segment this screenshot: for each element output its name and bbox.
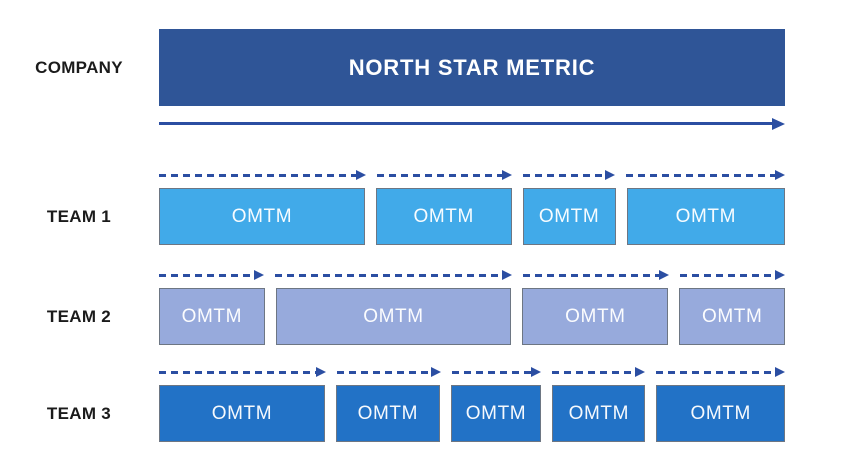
dashed-arrow-line: [451, 370, 532, 374]
omtm-block: OMTM: [159, 188, 365, 245]
team-3-label: TEAM 3: [46, 403, 112, 423]
dashed-arrow-icon: [626, 170, 785, 180]
north-star-metric-label: NORTH STAR METRIC: [348, 54, 596, 80]
omtm-block: OMTM: [159, 385, 325, 442]
dashed-arrow-line: [626, 173, 775, 177]
omtm-block: OMTM: [522, 188, 616, 245]
dashed-arrow-icon: [656, 367, 786, 377]
dashed-arrow-icon: [159, 367, 326, 377]
dashed-arrow-icon: [451, 367, 542, 377]
dashed-arrow-line: [680, 273, 775, 277]
dashed-arrow-line: [656, 370, 776, 374]
dashed-arrow-line: [275, 273, 502, 277]
dashed-arrow-line: [159, 173, 356, 177]
dashed-arrow-icon: [552, 367, 646, 377]
dashed-arrow-icon: [159, 270, 264, 280]
arrow-head-icon: [775, 170, 785, 180]
dashed-arrow-line: [336, 370, 431, 374]
omtm-block: OMTM: [522, 288, 669, 345]
arrow-head-icon: [775, 270, 785, 280]
team-2-arrow-track: [159, 270, 785, 280]
dashed-arrow-icon: [159, 170, 366, 180]
omtm-block: OMTM: [656, 385, 785, 442]
team-2-label: TEAM 2: [46, 306, 112, 326]
omtm-block: OMTM: [552, 385, 646, 442]
dashed-arrow-line: [159, 370, 316, 374]
omtm-block: OMTM: [335, 385, 440, 442]
dashed-arrow-icon: [336, 367, 441, 377]
dashed-arrow-icon: [275, 270, 512, 280]
dashed-arrow-line: [523, 173, 606, 177]
dashed-arrow-line: [159, 273, 254, 277]
arrow-line: [159, 122, 772, 125]
dashed-arrow-line: [552, 370, 636, 374]
omtm-block: OMTM: [679, 288, 785, 345]
arrow-head-icon: [315, 367, 326, 377]
north-star-metric-bar: NORTH STAR METRIC: [159, 29, 785, 106]
arrow-head-icon: [502, 270, 512, 280]
arrow-head-icon: [635, 367, 646, 377]
team-1-arrow-track: [159, 170, 785, 180]
omtm-block: OMTM: [159, 288, 265, 345]
dashed-arrow-icon: [523, 170, 616, 180]
omtm-block: OMTM: [275, 288, 512, 345]
omtm-block: OMTM: [626, 188, 785, 245]
company-timeline-arrow-icon: [159, 117, 785, 130]
dashed-arrow-icon: [523, 270, 669, 280]
arrow-head-icon: [430, 367, 441, 377]
arrow-head-icon: [772, 117, 785, 130]
dashed-arrow-icon: [680, 270, 785, 280]
dashed-arrow-line: [523, 273, 659, 277]
arrow-head-icon: [355, 170, 366, 180]
arrow-head-icon: [531, 367, 542, 377]
arrow-head-icon: [254, 270, 264, 280]
arrow-head-icon: [605, 170, 616, 180]
team-1-label: TEAM 1: [46, 206, 112, 226]
dashed-arrow-icon: [376, 170, 513, 180]
team-3-arrow-track: [159, 367, 786, 377]
arrow-head-icon: [659, 270, 669, 280]
omtm-block: OMTM: [450, 385, 542, 442]
company-row-label: COMPANY: [35, 57, 123, 77]
omtm-block: OMTM: [375, 188, 512, 245]
arrow-head-icon: [775, 367, 786, 377]
arrow-head-icon: [502, 170, 513, 180]
dashed-arrow-line: [376, 173, 503, 177]
